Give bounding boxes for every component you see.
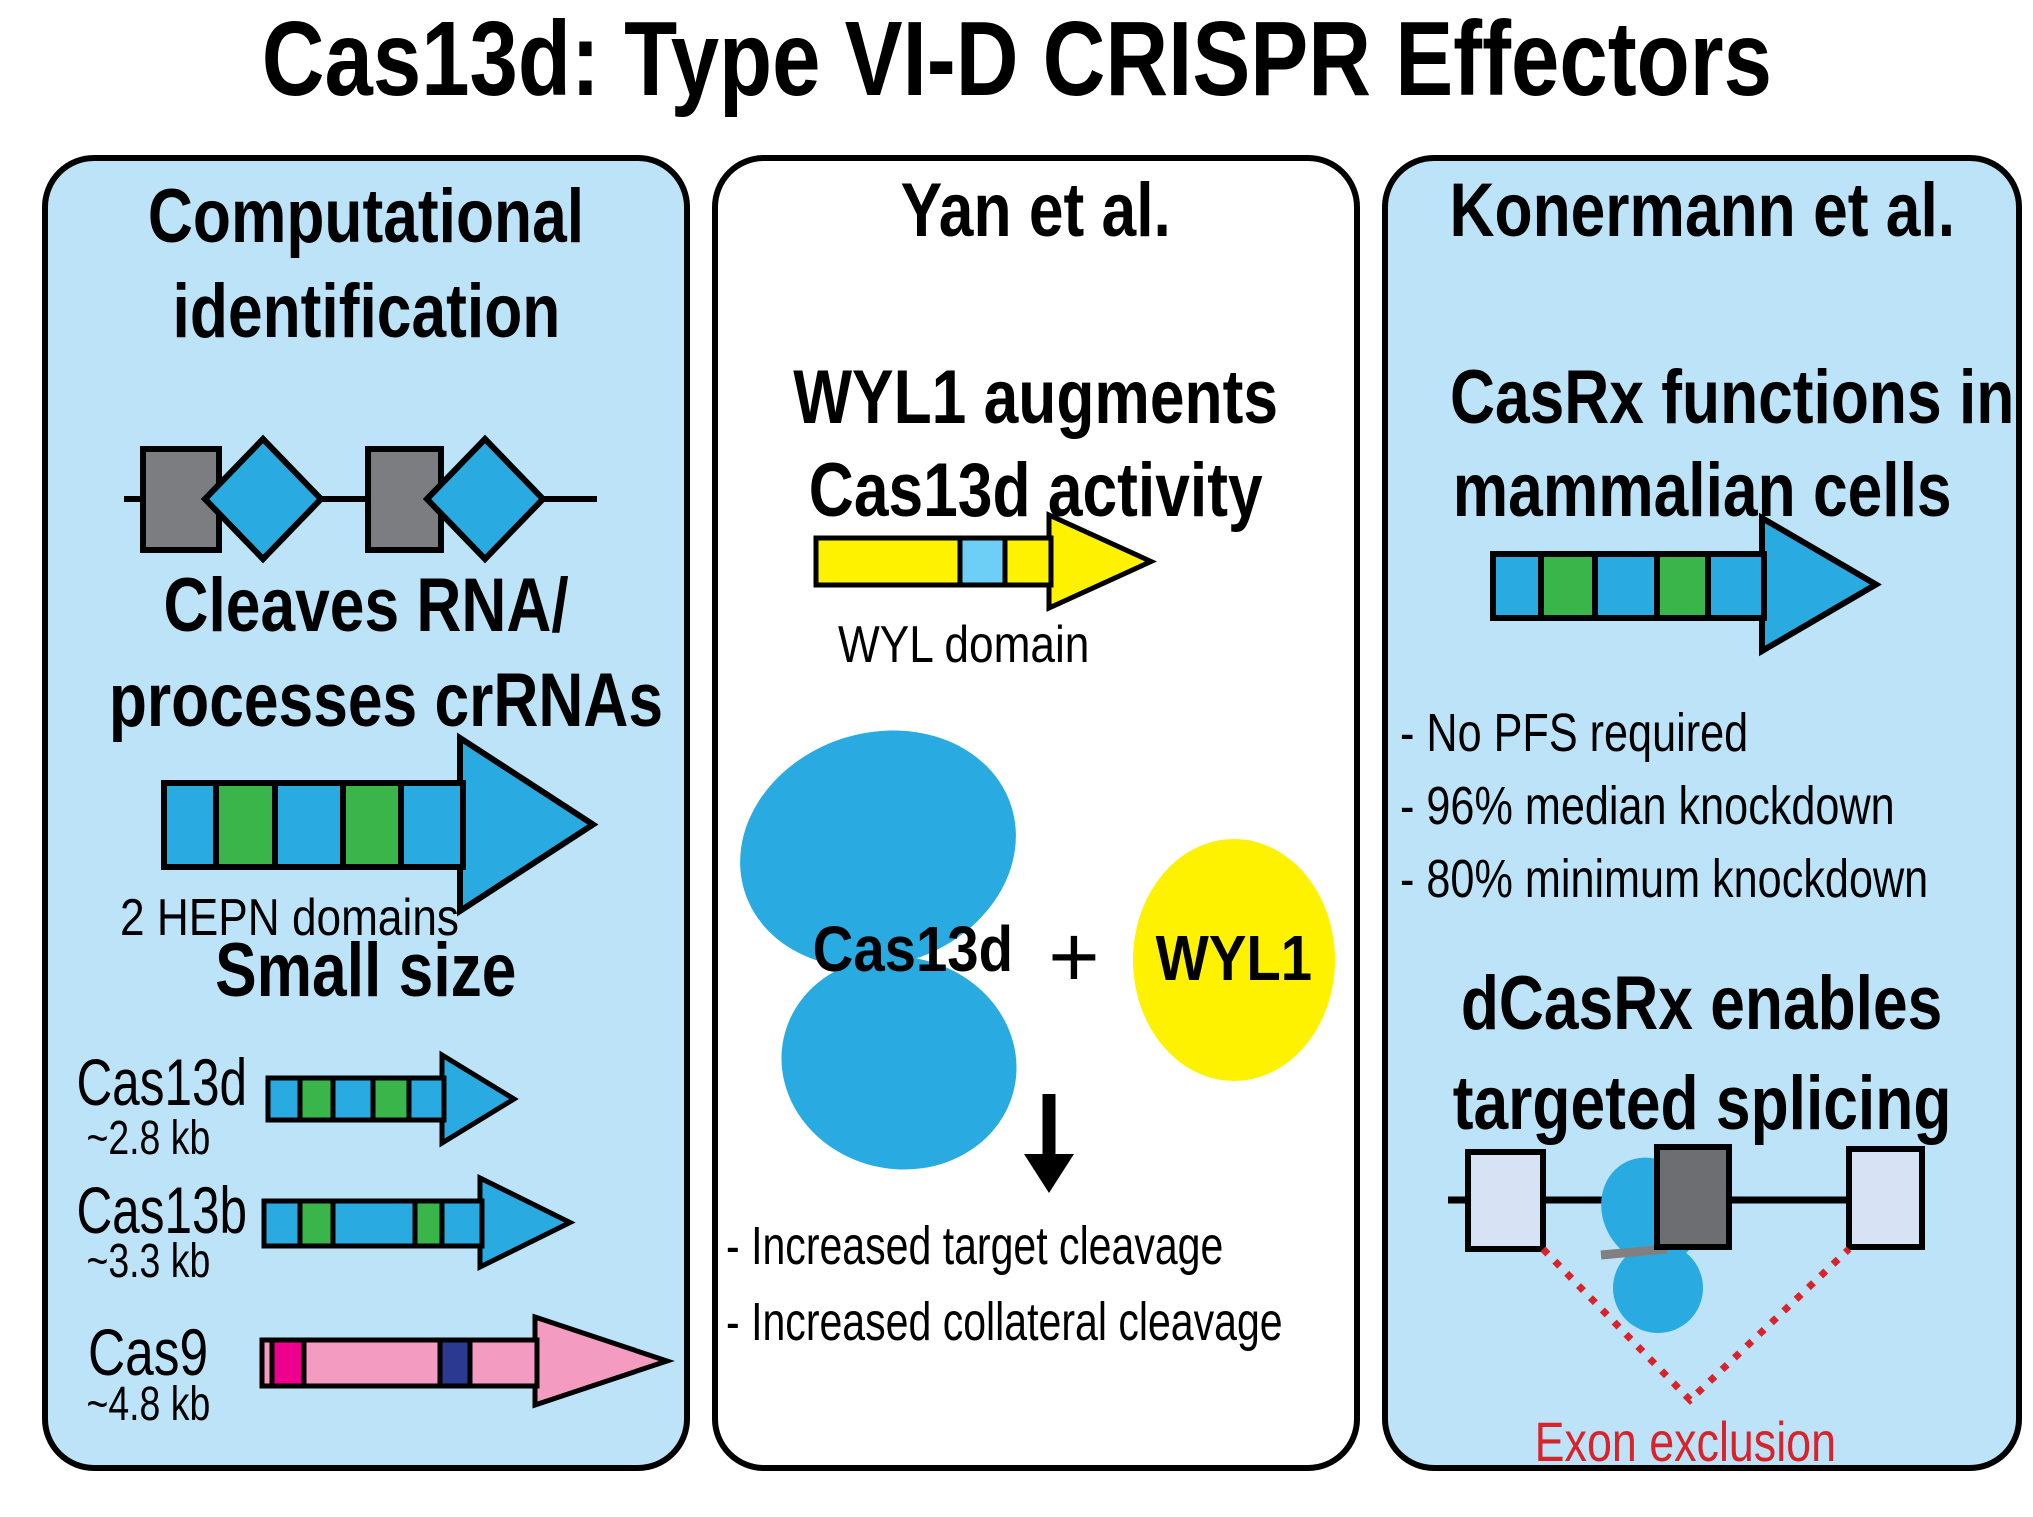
gene-name-cas13d: Cas13d bbox=[76, 1045, 248, 1119]
gene-segment-blue bbox=[272, 780, 346, 870]
figure-title: Cas13d: Type VI-D CRISPR Effectors bbox=[0, 4, 2033, 114]
small-size-heading: Small size bbox=[215, 928, 517, 1013]
hepn-domain-segment bbox=[412, 1198, 445, 1249]
gene-segment-pink bbox=[467, 1337, 540, 1389]
exon-exclusion-diagram bbox=[1448, 1144, 1925, 1405]
hepn-domains-label: 2 HEPN domains bbox=[120, 889, 460, 947]
casrx-gene-arrow-diagram bbox=[1490, 512, 1882, 657]
spacer-diamond bbox=[200, 434, 326, 564]
right-bullet-list: - No PFS required - 96% median knockdown… bbox=[1400, 697, 2033, 916]
gene-segment-blue bbox=[398, 780, 466, 870]
gene-size-cas13b: ~3.3 kb bbox=[86, 1235, 210, 1288]
ruvc-domain-segment bbox=[269, 1337, 307, 1389]
wyl1-blob-label: WYL1 bbox=[1155, 922, 1313, 994]
hepn-domain-segment bbox=[1538, 551, 1598, 621]
hepn-domain-segment bbox=[297, 1198, 336, 1249]
gene-segment-blue bbox=[265, 1075, 303, 1123]
exon-box bbox=[1465, 1149, 1546, 1252]
cas13d-size-arrow bbox=[265, 1050, 519, 1148]
gene-segment-blue bbox=[261, 1198, 303, 1249]
cas13d-protein-blob bbox=[740, 730, 1016, 968]
gene-segment-blue bbox=[1705, 551, 1767, 621]
gene-segment-blue bbox=[330, 1198, 418, 1249]
bullet-item: - Increased target cleavage bbox=[726, 1216, 1224, 1276]
exon-box bbox=[1846, 1146, 1925, 1250]
left-cleaves-line1: Cleaves RNA/ bbox=[163, 563, 569, 648]
panel-computational-identification: Computational identification Cleaves RNA… bbox=[42, 155, 690, 1471]
gene-arrow-head bbox=[1046, 511, 1158, 612]
gene-arrow-head bbox=[457, 732, 599, 917]
gene-size-cas13d: ~2.8 kb bbox=[86, 1112, 210, 1165]
left-cleaves-line2: processes crRNAs bbox=[108, 658, 664, 743]
gene-arrow-head bbox=[1759, 512, 1882, 657]
gene-arrow-head bbox=[477, 1173, 576, 1272]
gene-size-cas9: ~4.8 kb bbox=[86, 1378, 210, 1431]
bullet-item: - 96% median knockdown bbox=[1400, 776, 1895, 836]
wyl-domain-segment bbox=[957, 535, 1008, 588]
hepn-domain-segment bbox=[297, 1075, 336, 1123]
gene-segment-blue bbox=[330, 1075, 376, 1123]
hepn-domain-segment bbox=[340, 780, 404, 870]
mid-bullet-list: - Increased target cleavage - Increased … bbox=[726, 1208, 1458, 1360]
exon-skip-dotted-line bbox=[1540, 1246, 1852, 1405]
gene-segment-blue bbox=[439, 1198, 485, 1249]
crispr-array-diagram bbox=[124, 434, 597, 564]
hnh-domain-segment bbox=[437, 1337, 473, 1389]
gene-segment-blue bbox=[1490, 551, 1544, 621]
bullet-item: - 80% minimum knockdown bbox=[1400, 849, 1929, 909]
gene-segment-yellow bbox=[813, 535, 963, 588]
gene-arrow-head bbox=[532, 1313, 675, 1409]
gene-name-cas9: Cas9 bbox=[87, 1315, 209, 1389]
protein-interaction-diagram bbox=[740, 730, 1335, 1193]
left-heading-line2: identification bbox=[172, 269, 560, 354]
wyl-domain-label: WYL domain bbox=[838, 616, 1090, 674]
mid-heading: Yan et al. bbox=[900, 168, 1172, 253]
right-subheading-line2: mammalian cells bbox=[1452, 448, 1952, 533]
wyl1-gene-arrow-diagram bbox=[813, 511, 1158, 612]
right-splicing-line1: dCasRx enables bbox=[1461, 961, 1943, 1046]
bullet-item: - No PFS required bbox=[1400, 703, 1749, 763]
mid-subheading-line1: WYL1 augments bbox=[793, 355, 1279, 440]
wyl1-protein-blob bbox=[1133, 839, 1335, 1081]
left-heading-line1: Computational bbox=[147, 174, 585, 259]
dcasrx-protein-blob bbox=[1613, 1243, 1703, 1333]
cas13d-gene-arrow-diagram bbox=[161, 732, 599, 917]
spacer-diamond bbox=[422, 434, 548, 564]
gene-segment-blue bbox=[1592, 551, 1660, 621]
panel-konermann-et-al: Konermann et al. CasRx functions in mamm… bbox=[1382, 155, 2022, 1473]
gene-segment-yellow bbox=[1002, 535, 1054, 588]
hepn-domain-segment bbox=[1654, 551, 1711, 621]
down-arrow-head bbox=[1024, 1154, 1074, 1193]
right-subheading-line1: CasRx functions in bbox=[1449, 355, 2015, 440]
right-splicing-line2: targeted splicing bbox=[1452, 1061, 1952, 1146]
cas13b-size-arrow bbox=[261, 1173, 576, 1272]
mid-subheading-line2: Cas13d activity bbox=[809, 448, 1263, 533]
cas13d-protein-blob bbox=[781, 956, 1017, 1170]
hepn-domain-segment bbox=[370, 1075, 412, 1123]
figure-title-text: Cas13d: Type VI-D CRISPR Effectors bbox=[261, 0, 1772, 118]
gene-segment-blue bbox=[406, 1075, 447, 1123]
exon-exclusion-label: Exon exclusion bbox=[1534, 1410, 1836, 1473]
gene-segment-blue bbox=[161, 780, 219, 870]
panel-yan-et-al: Yan et al. WYL1 augments Cas13d activity… bbox=[712, 155, 1360, 1471]
gene-name-cas13b: Cas13b bbox=[76, 1173, 248, 1247]
plus-sign: + bbox=[1048, 907, 1100, 1006]
gene-segment-pink bbox=[301, 1337, 443, 1389]
cas9-size-arrow bbox=[259, 1313, 675, 1409]
hepn-domain-segment bbox=[213, 780, 278, 870]
targeted-exon-box bbox=[1654, 1144, 1732, 1250]
gene-arrow-head bbox=[439, 1050, 519, 1148]
bullet-item: - Increased collateral cleavage bbox=[726, 1292, 1283, 1352]
right-heading: Konermann et al. bbox=[1449, 168, 1955, 253]
cas13d-blob-label: Cas13d bbox=[812, 913, 1014, 985]
